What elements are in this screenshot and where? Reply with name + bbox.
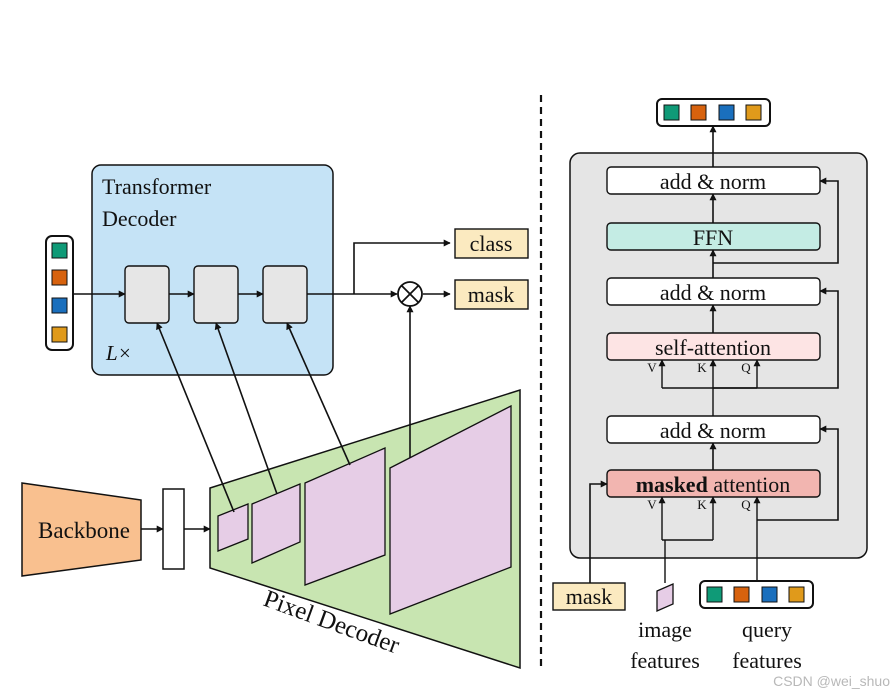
residual-masked-attention [757, 425, 839, 521]
arrow-featuremap3-to-block3 [286, 322, 351, 466]
add-norm-label-bottom: add & norm [660, 418, 766, 443]
query-token [51, 242, 68, 259]
query-features-tokens [699, 580, 814, 609]
arrow-to-class [353, 239, 451, 294]
masked-attn-v-label: V [647, 497, 657, 512]
feature-map-4 [389, 404, 512, 615]
query-token [51, 269, 68, 286]
arrow-featuremap1-to-block1 [156, 322, 235, 513]
add-norm-label-top: add & norm [660, 169, 766, 194]
masked-attn-k-label: K [697, 497, 707, 512]
backbone-label: Backbone [38, 518, 130, 543]
multiply-icon [397, 281, 423, 307]
query-feature-token [706, 586, 723, 603]
query-token [51, 297, 68, 314]
residual-self-attention [713, 287, 839, 389]
mask-output-label: mask [468, 282, 514, 307]
repeat-label: L× [105, 341, 132, 365]
mask-input-label: mask [566, 584, 612, 609]
self-attn-q-label: Q [741, 360, 751, 375]
output-tokens [656, 98, 771, 127]
feature-map-1 [217, 503, 249, 552]
query-token [51, 326, 68, 343]
transformer-decoder-title-line1: Transformer [102, 174, 212, 199]
image-features-label-line2: features [630, 648, 700, 673]
query-features-label-line2: features [732, 648, 802, 673]
masked-attn-q-label: Q [741, 497, 751, 512]
masked-word: masked [636, 472, 708, 497]
feature-map-3 [304, 447, 386, 586]
transformer-decoder-title-line2: Decoder [102, 206, 177, 231]
decoder-block-1 [124, 265, 170, 324]
watermark: CSDN @wei_shuo [773, 673, 890, 689]
add-norm-label-middle: add & norm [660, 280, 766, 305]
output-token [745, 104, 762, 121]
arrow-featuremap2-to-block2 [214, 322, 278, 495]
self-attn-k-label: K [697, 360, 707, 375]
backbone-shape [21, 482, 142, 577]
mask-input-box [552, 582, 626, 611]
arrow-mask-input [589, 480, 608, 583]
query-features-label-line1: query [742, 617, 792, 642]
feature-map-2 [251, 483, 301, 564]
image-features-label-line1: image [638, 617, 692, 642]
residual-ffn [713, 177, 839, 264]
decoder-block-3 [262, 265, 308, 324]
self-attn-v-label: V [647, 360, 657, 375]
mask-output-box [454, 279, 529, 310]
output-token [663, 104, 680, 121]
output-token [690, 104, 707, 121]
self-attention-label: self-attention [655, 335, 771, 360]
class-output-label: class [470, 231, 513, 256]
query-feature-token [733, 586, 750, 603]
class-output-box [454, 228, 529, 259]
image-features-shape [656, 583, 674, 612]
output-token [718, 104, 735, 121]
attention-word: attention [713, 472, 790, 497]
masked-attention-label: masked attention [636, 472, 791, 497]
ffn-label: FFN [693, 225, 733, 250]
query-feature-token [761, 586, 778, 603]
query-tokens-left [45, 235, 74, 351]
query-feature-token [788, 586, 805, 603]
decoder-block-2 [193, 265, 239, 324]
backbone-features-bar [162, 488, 185, 570]
